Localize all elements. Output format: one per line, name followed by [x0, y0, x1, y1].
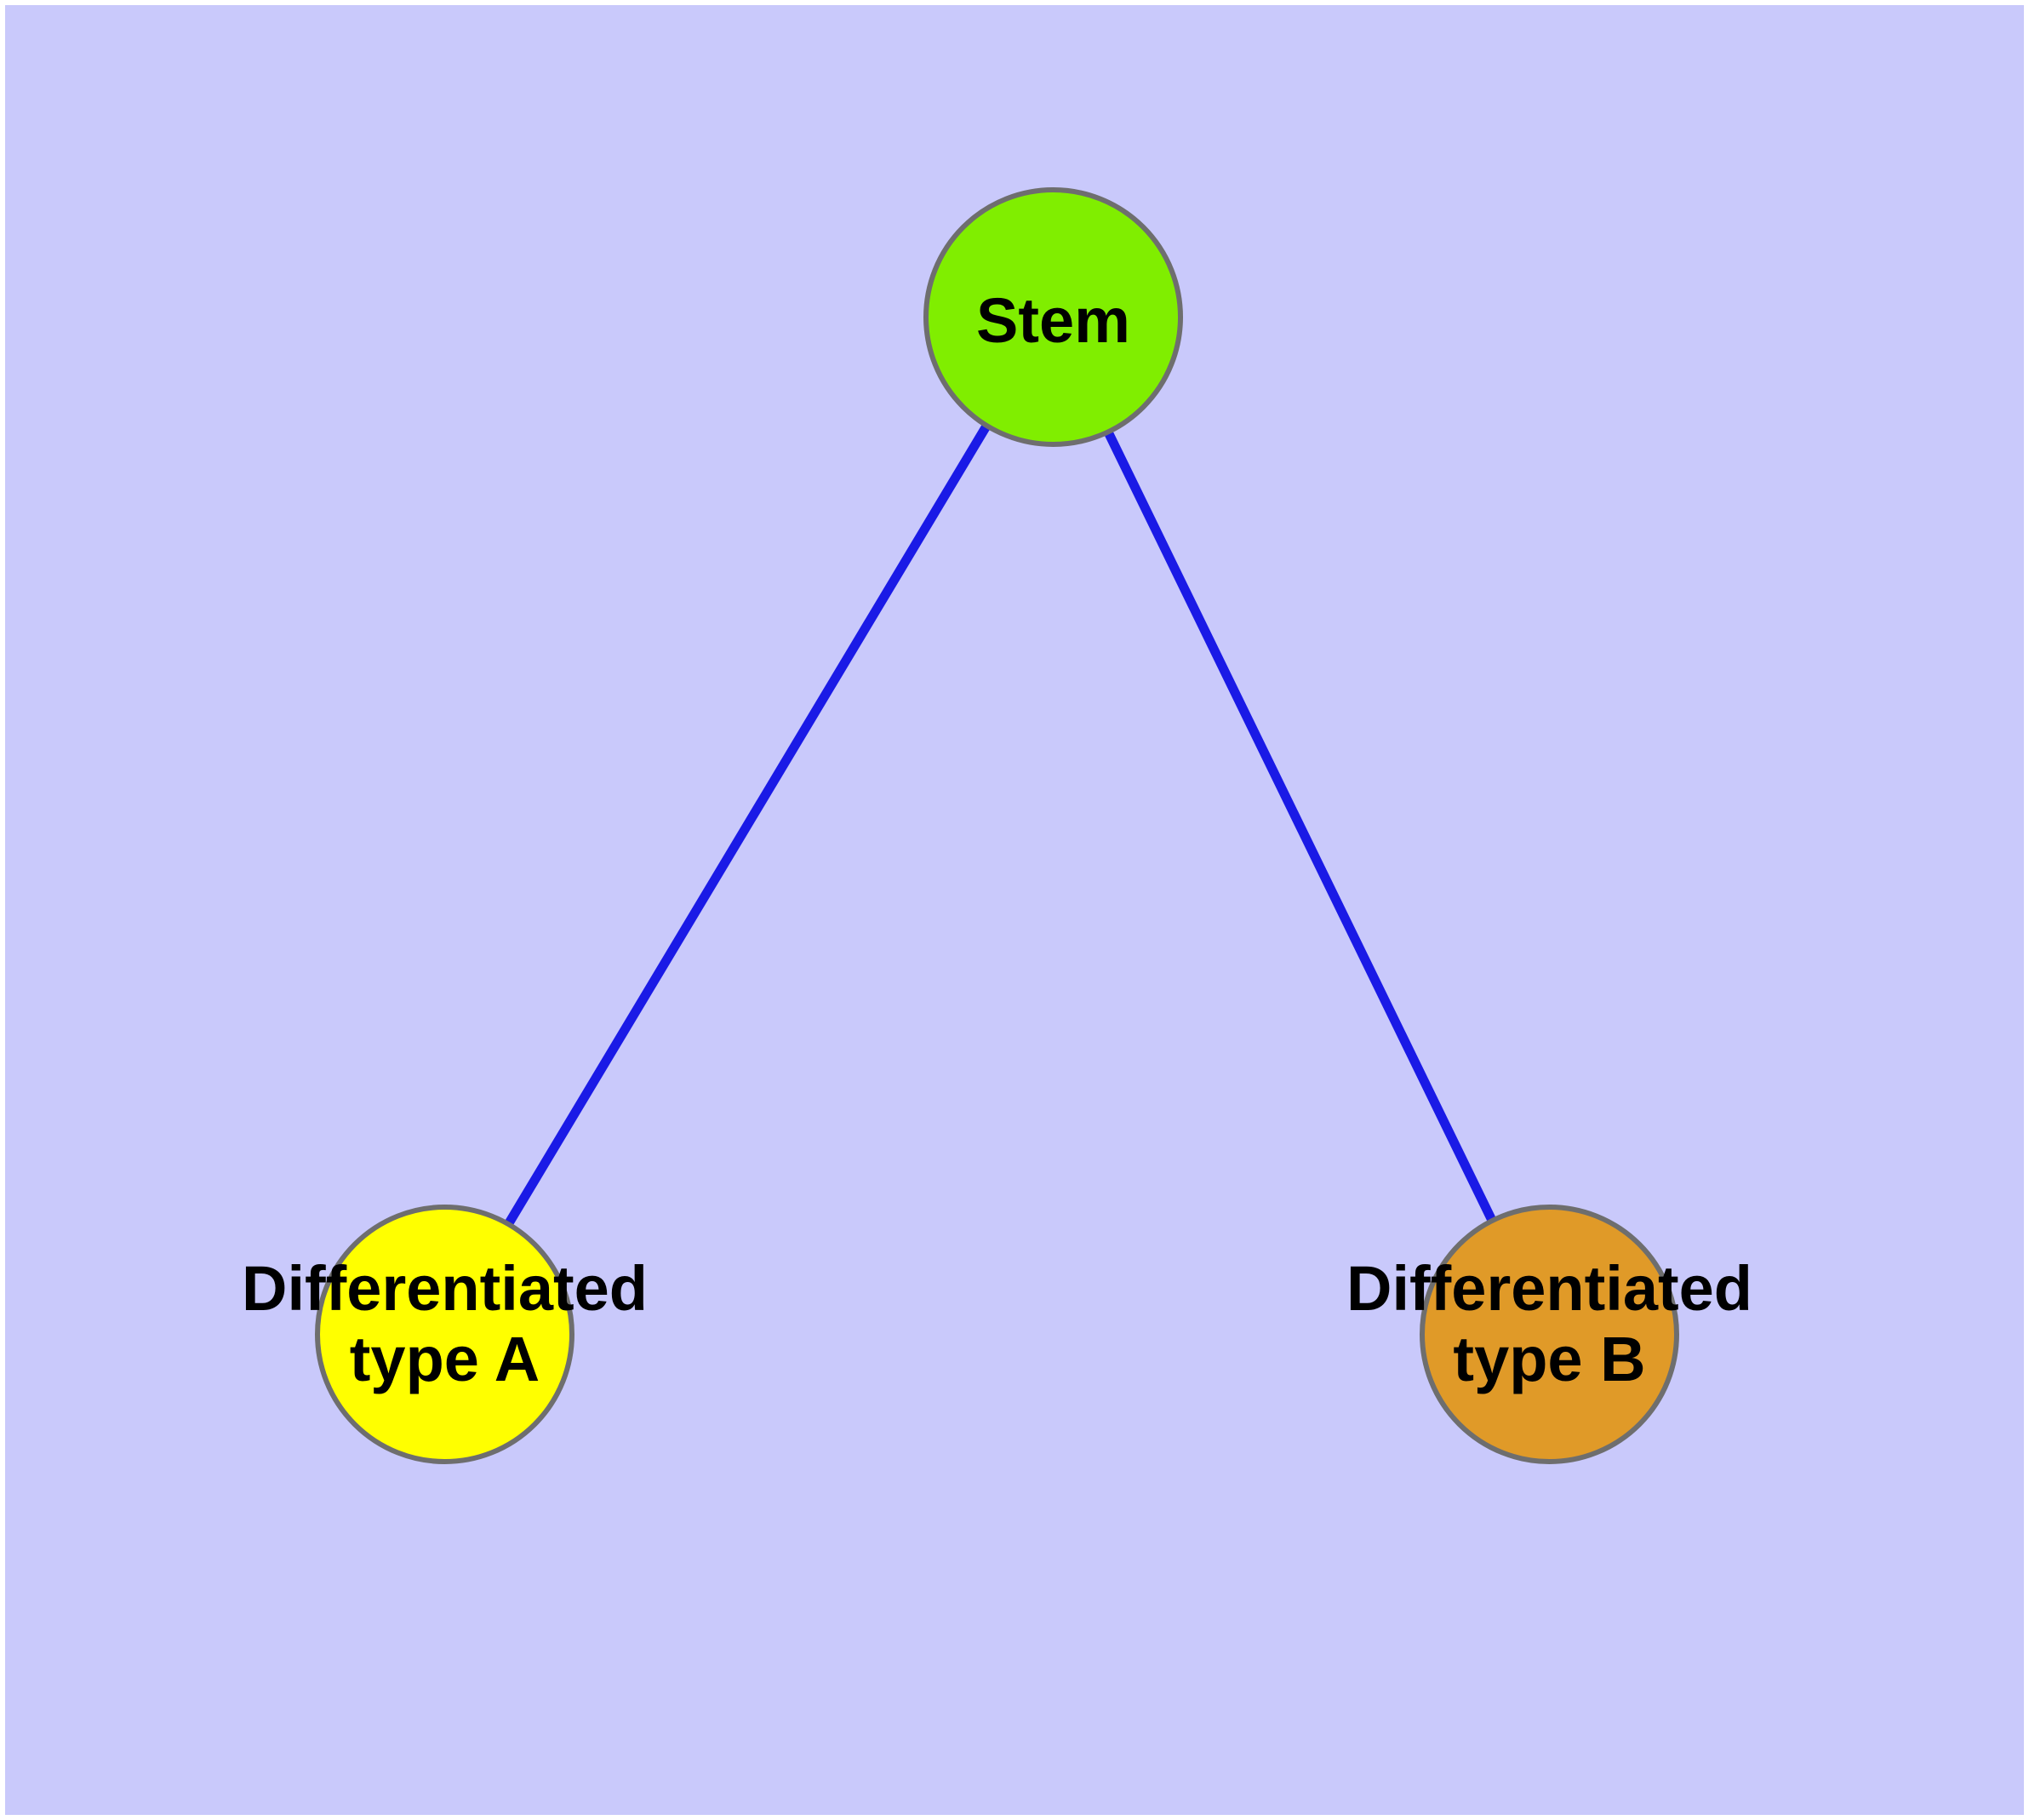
- edge-stem-to-differentiated-type-a: [438, 314, 1056, 1336]
- edge-stem-to-differentiated-type-b: [1048, 314, 1552, 1336]
- edge-layer: [438, 314, 1552, 1336]
- node-differentiated-type-a[interactable]: [315, 1205, 574, 1464]
- node-differentiated-type-b[interactable]: [1420, 1205, 1679, 1464]
- graph-plot-area: Stem Differentiated type A Differentiate…: [5, 5, 2024, 1815]
- node-stem[interactable]: [923, 187, 1183, 447]
